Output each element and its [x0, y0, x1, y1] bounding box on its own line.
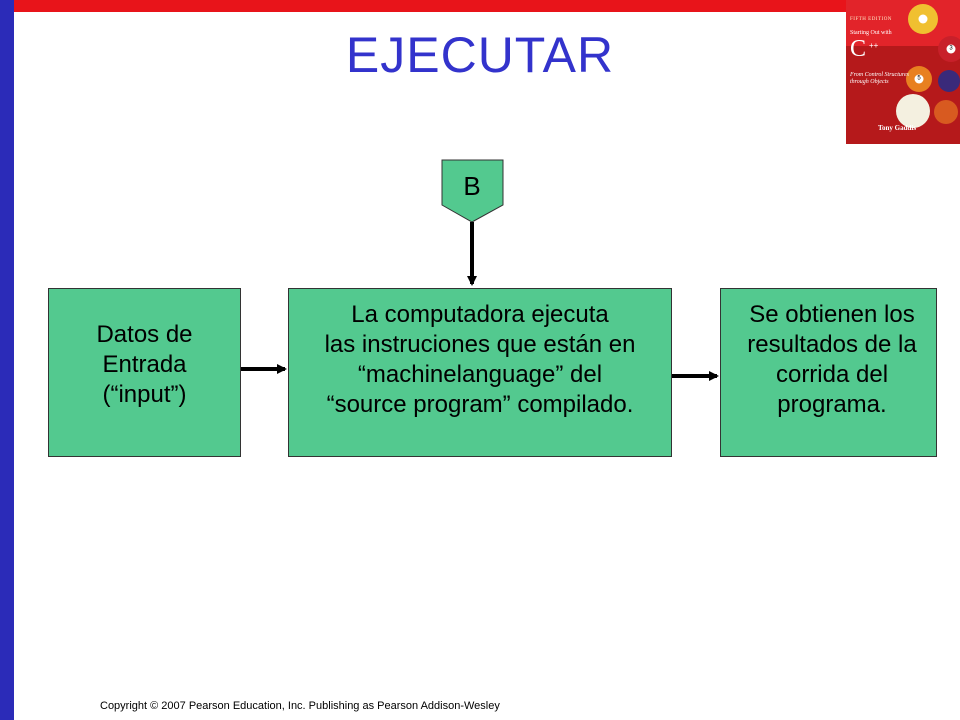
book-edition-label: FIFTH EDITION — [850, 17, 892, 22]
output-box-line: corrida del — [775, 361, 889, 388]
process-box-line: las instruciones que están en — [324, 331, 636, 358]
output-box-text: Se obtienen los resultados de la corrida… — [718, 300, 946, 420]
book-cover-image: 3 5 FIFTH EDITION Starting Out with C ++… — [846, 0, 960, 144]
book-language-letter: C — [850, 36, 867, 62]
input-box-text: Datos de Entrada (“input”) — [48, 320, 241, 410]
output-box-line: programa. — [777, 391, 887, 418]
slide-title: EJECUTAR — [345, 27, 615, 83]
input-box-line: Entrada — [102, 351, 187, 378]
book-subtitle-bottom: From Control Structures through Objects — [850, 72, 910, 85]
billiard-ball-icon: 3 — [938, 36, 960, 62]
billiard-ball-icon — [934, 100, 958, 124]
book-language-suffix: ++ — [869, 41, 879, 50]
process-box-line: “machinelanguage” del — [357, 361, 603, 388]
book-author: Tony Gaddis — [878, 124, 917, 132]
cue-ball-icon — [896, 94, 930, 128]
copyright-notice: Copyright © 2007 Pearson Education, Inc.… — [100, 700, 500, 712]
process-box-line: “source program” compilado. — [326, 391, 634, 418]
left-accent-bar — [0, 0, 14, 720]
book-subtitle-top: Starting Out with — [850, 30, 892, 36]
process-box-text: La computadora ejecuta las instruciones … — [278, 300, 682, 420]
input-box — [48, 288, 241, 457]
billiard-ball-icon — [908, 4, 938, 34]
connector-b-shape — [441, 159, 504, 223]
process-box-line: La computadora ejecuta — [351, 301, 609, 328]
billiard-ball-icon — [938, 70, 960, 92]
output-box-line: resultados de la — [747, 331, 917, 358]
top-accent-bar — [0, 0, 960, 12]
output-box-line: Se obtienen los — [749, 301, 915, 328]
connector-b-label: B — [463, 171, 480, 201]
book-cover-stripe — [846, 0, 960, 46]
input-box-line: Datos de — [96, 321, 193, 348]
input-box-line: (“input”) — [102, 381, 187, 408]
process-box — [288, 288, 672, 457]
output-box — [720, 288, 937, 457]
billiard-ball-icon: 5 — [906, 66, 932, 92]
